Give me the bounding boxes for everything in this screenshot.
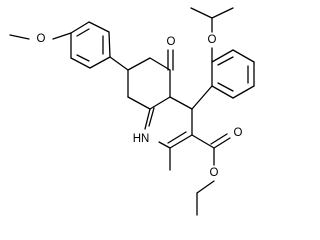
molecule-structure-diagram: O O O O O HN [9, 7, 255, 216]
svg-text:O: O [208, 34, 217, 46]
atom-label-ketone-o: O [164, 35, 178, 49]
svg-text:O: O [37, 33, 46, 45]
aryl-dihydropyridine-bond [191, 85, 213, 110]
atom-label-methoxy-o: O [34, 32, 48, 46]
ketone-group [167, 49, 174, 71]
atom-label-amine-nh: HN [132, 131, 152, 146]
aryl-cyclohexane-bond [109, 56, 129, 71]
methoxyphenyl-ring [70, 21, 111, 69]
isopropoxy-group [190, 7, 234, 63]
ethyl-ester-group [191, 133, 231, 216]
isopropoxyphenyl-ring [211, 49, 255, 99]
atom-label-ester-o: O [207, 166, 221, 180]
svg-text:O: O [210, 167, 219, 179]
atom-label-ether-o: O [205, 33, 219, 47]
atom-label-ester-carbonyl-o: O [231, 126, 245, 140]
dihydropyridine-ring [144, 96, 193, 149]
cyclohexanone-ring [127, 57, 171, 110]
svg-text:O: O [234, 127, 243, 139]
svg-text:O: O [167, 36, 176, 48]
svg-text:HN: HN [133, 133, 150, 145]
methoxy-group [9, 32, 72, 40]
